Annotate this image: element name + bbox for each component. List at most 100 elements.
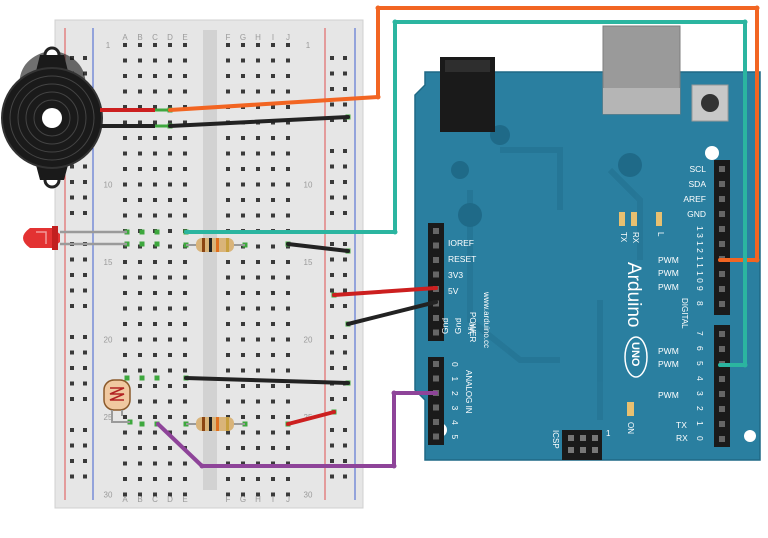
- breadboard-hole[interactable]: [153, 415, 157, 419]
- rail-hole[interactable]: [330, 87, 334, 91]
- reset-button-cap[interactable]: [701, 94, 719, 112]
- breadboard-hole[interactable]: [226, 291, 230, 295]
- breadboard-hole[interactable]: [256, 260, 260, 264]
- header-pin[interactable]: [433, 375, 439, 382]
- rail-hole[interactable]: [70, 366, 74, 370]
- header-pin[interactable]: [719, 406, 725, 412]
- breadboard-hole[interactable]: [286, 198, 290, 202]
- breadboard-hole[interactable]: [241, 384, 245, 388]
- breadboard-hole[interactable]: [226, 275, 230, 280]
- breadboard-hole[interactable]: [123, 213, 127, 218]
- rail-hole[interactable]: [83, 304, 87, 308]
- rail-hole[interactable]: [343, 459, 347, 463]
- breadboard-hole[interactable]: [123, 167, 127, 171]
- breadboard-hole[interactable]: [138, 384, 142, 388]
- rail-hole[interactable]: [343, 366, 347, 370]
- breadboard-hole[interactable]: [226, 430, 230, 435]
- rail-hole[interactable]: [343, 288, 347, 293]
- breadboard-hole[interactable]: [153, 105, 157, 109]
- breadboard-hole[interactable]: [138, 353, 142, 357]
- breadboard-hole[interactable]: [123, 74, 127, 78]
- breadboard-hole[interactable]: [241, 182, 245, 187]
- breadboard-hole[interactable]: [286, 275, 290, 280]
- breadboard-hole[interactable]: [271, 167, 275, 171]
- rail-hole[interactable]: [330, 257, 334, 262]
- breadboard-hole[interactable]: [271, 477, 275, 481]
- breadboard-hole[interactable]: [241, 167, 245, 171]
- breadboard-hole[interactable]: [241, 275, 245, 280]
- breadboard-hole[interactable]: [168, 58, 172, 63]
- rail-hole[interactable]: [70, 443, 74, 448]
- breadboard-hole[interactable]: [241, 198, 245, 202]
- header-pin[interactable]: [719, 331, 725, 337]
- breadboard-hole[interactable]: [168, 120, 172, 125]
- header-pin[interactable]: [719, 436, 725, 442]
- breadboard-hole[interactable]: [286, 415, 290, 419]
- rail-hole[interactable]: [343, 195, 347, 200]
- breadboard-hole[interactable]: [256, 213, 260, 218]
- header-pin[interactable]: [433, 404, 439, 411]
- breadboard-hole[interactable]: [183, 58, 187, 63]
- breadboard-hole[interactable]: [286, 306, 290, 311]
- breadboard-hole[interactable]: [256, 368, 260, 373]
- rail-hole[interactable]: [83, 195, 87, 200]
- breadboard-hole[interactable]: [183, 306, 187, 311]
- breadboard-hole[interactable]: [241, 306, 245, 311]
- breadboard-hole[interactable]: [286, 167, 290, 171]
- breadboard-hole[interactable]: [241, 461, 245, 466]
- header-pin[interactable]: [719, 376, 725, 382]
- breadboard-hole[interactable]: [138, 368, 142, 373]
- breadboard-hole[interactable]: [286, 337, 290, 342]
- breadboard-hole[interactable]: [168, 167, 172, 171]
- breadboard-hole[interactable]: [271, 136, 275, 140]
- header-pin[interactable]: [719, 286, 725, 292]
- rail-hole[interactable]: [343, 149, 347, 153]
- breadboard-hole[interactable]: [271, 213, 275, 218]
- rail-hole[interactable]: [83, 257, 87, 262]
- rail-hole[interactable]: [83, 428, 87, 432]
- breadboard-hole[interactable]: [123, 322, 127, 326]
- icsp-pin[interactable]: [592, 447, 598, 453]
- rail-hole[interactable]: [330, 474, 334, 479]
- breadboard-hole[interactable]: [286, 384, 290, 388]
- breadboard-hole[interactable]: [271, 415, 275, 419]
- rail-hole[interactable]: [330, 195, 334, 200]
- breadboard-hole[interactable]: [286, 291, 290, 295]
- breadboard-hole[interactable]: [183, 275, 187, 280]
- rail-hole[interactable]: [83, 366, 87, 370]
- breadboard-hole[interactable]: [168, 446, 172, 450]
- header-pin[interactable]: [719, 241, 725, 247]
- breadboard-hole[interactable]: [123, 337, 127, 342]
- breadboard-hole[interactable]: [123, 198, 127, 202]
- breadboard-hole[interactable]: [123, 477, 127, 481]
- rail-hole[interactable]: [343, 257, 347, 262]
- breadboard-hole[interactable]: [256, 167, 260, 171]
- breadboard-hole[interactable]: [183, 430, 187, 435]
- breadboard-hole[interactable]: [271, 399, 275, 404]
- breadboard-hole[interactable]: [153, 337, 157, 342]
- breadboard-hole[interactable]: [183, 151, 187, 156]
- rail-hole[interactable]: [83, 288, 87, 293]
- breadboard-hole[interactable]: [286, 399, 290, 404]
- breadboard-hole[interactable]: [168, 322, 172, 326]
- breadboard-hole[interactable]: [168, 105, 172, 109]
- rail-hole[interactable]: [83, 443, 87, 448]
- breadboard-hole[interactable]: [241, 368, 245, 373]
- icsp-pin[interactable]: [580, 435, 586, 441]
- rail-hole[interactable]: [330, 102, 334, 107]
- breadboard-hole[interactable]: [123, 368, 127, 373]
- breadboard-hole[interactable]: [286, 74, 290, 78]
- header-pin[interactable]: [719, 226, 725, 232]
- breadboard-hole[interactable]: [256, 477, 260, 481]
- header-pin[interactable]: [719, 391, 725, 397]
- breadboard-hole[interactable]: [168, 306, 172, 311]
- header-pin[interactable]: [433, 419, 439, 425]
- breadboard-hole[interactable]: [123, 430, 127, 435]
- rail-hole[interactable]: [83, 397, 87, 401]
- breadboard-hole[interactable]: [256, 461, 260, 466]
- rail-hole[interactable]: [70, 288, 74, 293]
- breadboard-hole[interactable]: [168, 384, 172, 388]
- breadboard-hole[interactable]: [256, 415, 260, 419]
- rail-hole[interactable]: [330, 459, 334, 463]
- breadboard-hole[interactable]: [183, 368, 187, 373]
